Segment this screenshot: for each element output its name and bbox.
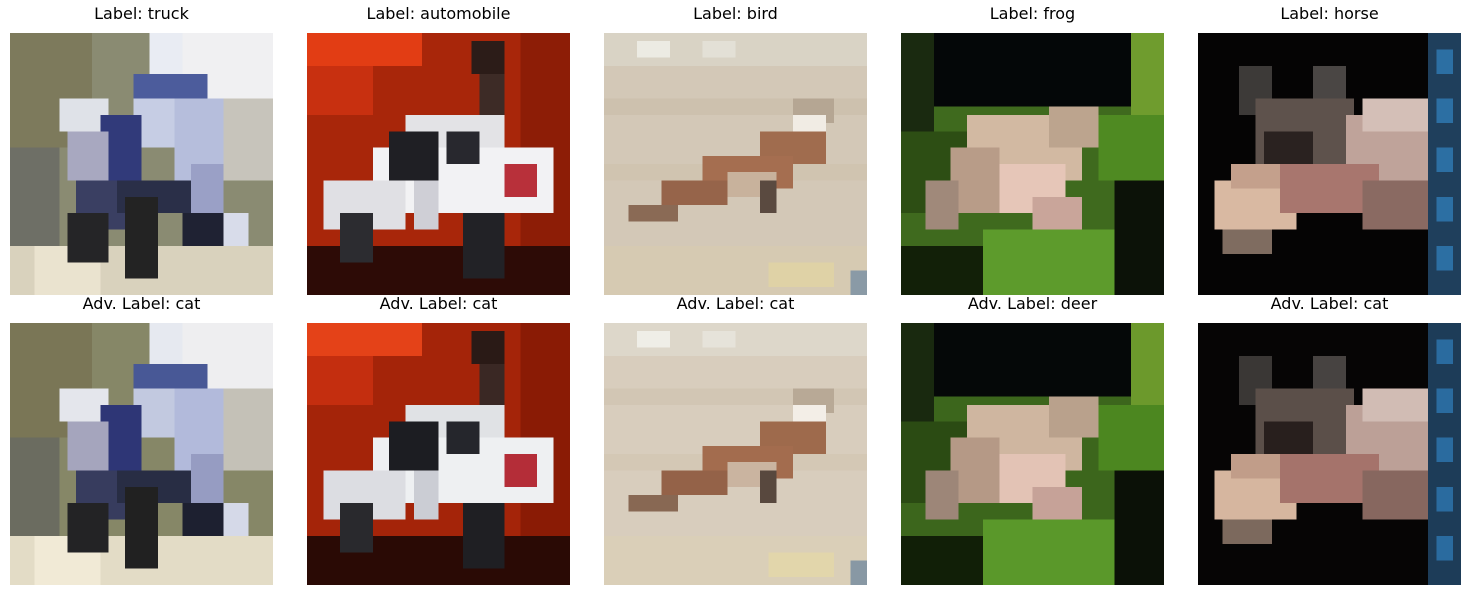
bird-image: [604, 33, 867, 295]
horse-image: [1198, 33, 1461, 295]
truck-adversarial-image: [10, 323, 273, 585]
truck-image: [10, 33, 273, 295]
panel-title: Label: frog: [989, 4, 1076, 23]
panel-title: Label: automobile: [366, 4, 511, 23]
panel-title: Adv. Label: cat: [82, 294, 201, 313]
panel-title: Label: horse: [1280, 4, 1379, 23]
bird-adversarial-image: [604, 323, 867, 585]
panel-title: Adv. Label: deer: [967, 294, 1098, 313]
horse-adversarial-image: [1198, 323, 1461, 585]
panel-title: Adv. Label: cat: [676, 294, 795, 313]
panel-title: Adv. Label: cat: [379, 294, 498, 313]
frog-image: [901, 33, 1164, 295]
panel-title: Label: bird: [693, 4, 778, 23]
frog-adversarial-image: [901, 323, 1164, 585]
automobile-adversarial-image: [307, 323, 570, 585]
automobile-image: [307, 33, 570, 295]
panel-title: Adv. Label: cat: [1270, 294, 1389, 313]
panel-title: Label: truck: [94, 4, 189, 23]
